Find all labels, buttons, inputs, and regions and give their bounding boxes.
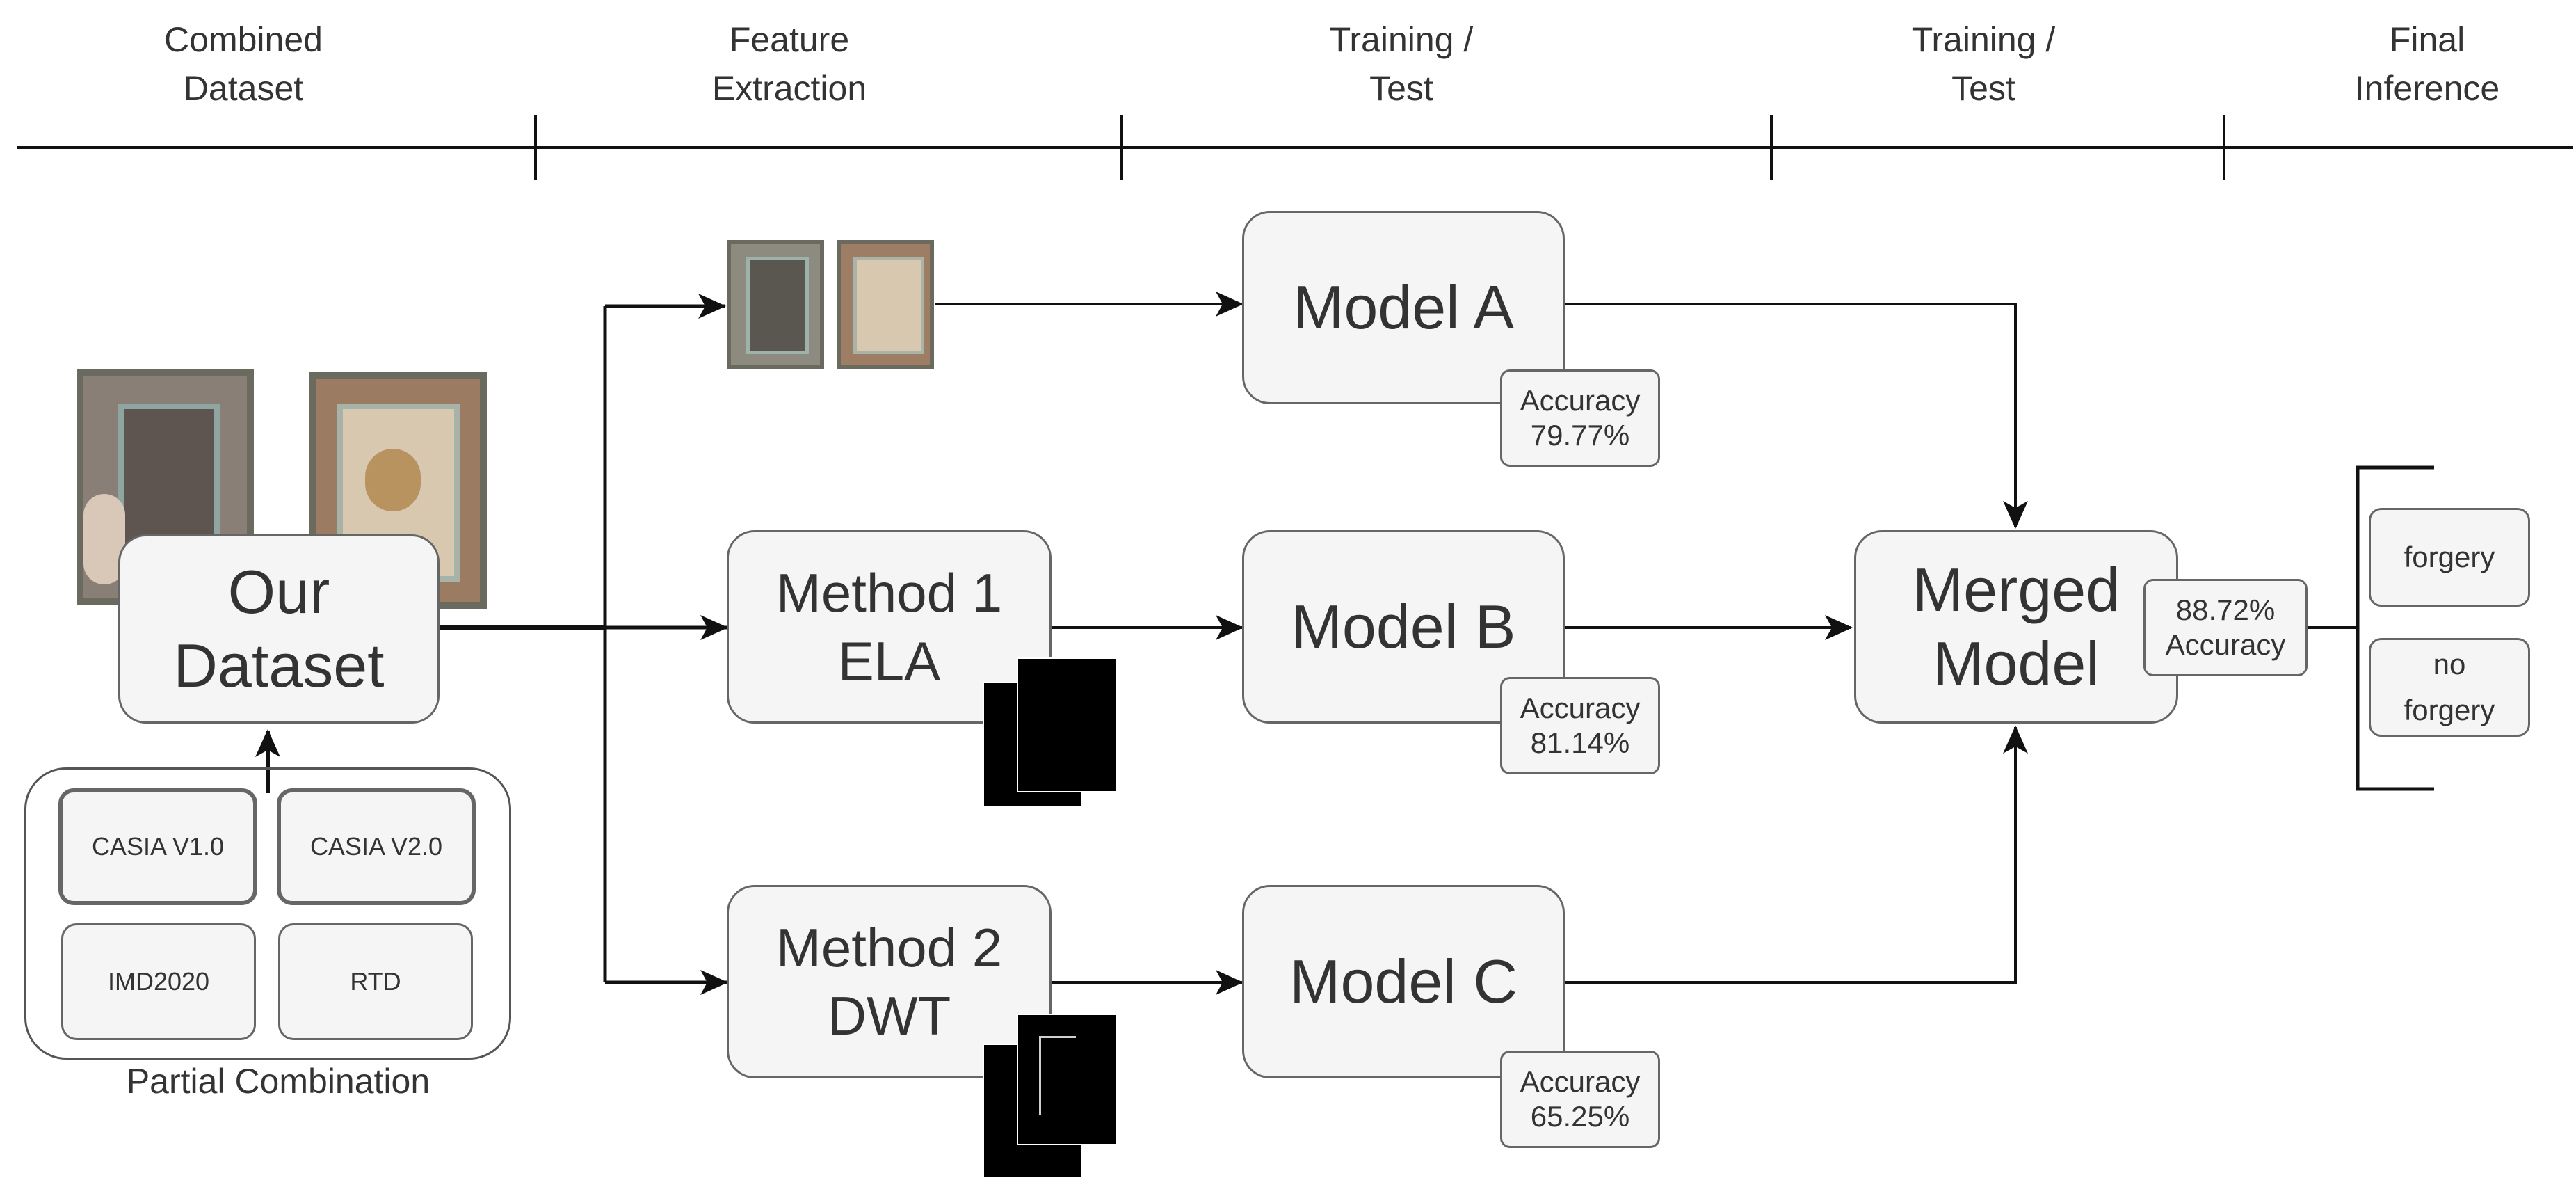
model-b-accuracy-value: 81.14% bbox=[1530, 726, 1630, 759]
arrow-model-a-to-merged bbox=[1565, 303, 2028, 529]
arrow-model-c-to-merged bbox=[1565, 726, 2028, 984]
partial-combination-group bbox=[24, 767, 511, 1060]
output-forgery: forgery bbox=[2369, 508, 2530, 607]
model-c-accuracy-value: 65.25% bbox=[1530, 1100, 1630, 1133]
model-a-accuracy-label: Accuracy bbox=[1520, 384, 1641, 417]
stage-label-combined-dataset: Combined Dataset bbox=[164, 20, 323, 108]
merged-accuracy-badge: 88.72% Accuracy bbox=[2143, 579, 2308, 676]
raw-image-thumb-2 bbox=[837, 240, 934, 369]
model-c-accuracy-label: Accuracy bbox=[1520, 1065, 1641, 1098]
stage-label-feature-extraction: Feature Extraction bbox=[711, 20, 867, 108]
source-rtd: RTD bbox=[278, 923, 473, 1040]
model-b-accuracy-label: Accuracy bbox=[1520, 692, 1641, 724]
merged-model-box: Merged Model bbox=[1854, 530, 2178, 724]
raw-image-thumb-1 bbox=[727, 240, 824, 369]
stage-label-training-test-2: Training / Test bbox=[1911, 20, 2056, 108]
output-no-forgery: no forgery bbox=[2369, 638, 2530, 737]
stage-label-final-inference: Final Inference bbox=[2354, 20, 2500, 108]
stage-label-training-test-1: Training / Test bbox=[1329, 20, 1474, 108]
model-c-box: Model C bbox=[1242, 885, 1565, 1078]
source-casia-v2: CASIA V2.0 bbox=[277, 788, 476, 905]
output-bracket bbox=[2356, 465, 2434, 791]
dwt-output-thumb-front bbox=[1017, 1014, 1117, 1145]
source-imd2020: IMD2020 bbox=[61, 923, 256, 1040]
model-b-accuracy-badge: Accuracy 81.14% bbox=[1500, 677, 1660, 774]
merged-accuracy-label: Accuracy bbox=[2165, 628, 2286, 661]
merged-accuracy-value: 88.72% bbox=[2175, 593, 2276, 626]
model-a-accuracy-badge: Accuracy 79.77% bbox=[1500, 369, 1660, 467]
ela-output-thumb-front bbox=[1017, 657, 1117, 792]
our-dataset-box: Our Dataset bbox=[118, 534, 440, 724]
partial-combination-caption: Partial Combination bbox=[126, 1062, 430, 1101]
source-casia-v1: CASIA V1.0 bbox=[58, 788, 257, 905]
model-a-accuracy-value: 79.77% bbox=[1530, 419, 1630, 452]
model-c-accuracy-badge: Accuracy 65.25% bbox=[1500, 1051, 1660, 1148]
